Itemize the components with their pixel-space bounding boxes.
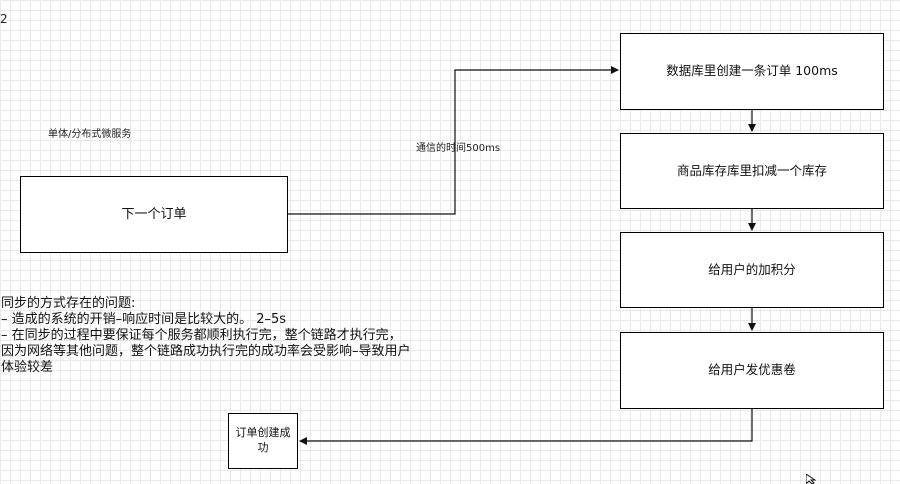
box-order-created-label: 订单创建成功 xyxy=(235,426,291,454)
box-add-points-label: 给用户的加积分 xyxy=(708,261,796,277)
box-add-points[interactable]: 给用户的加积分 xyxy=(620,232,884,308)
arrow-order-to-db xyxy=(288,66,619,215)
box-deduct-stock-label: 商品库存库里扣减一个库存 xyxy=(676,162,827,178)
problems-line-4: 体验较差 xyxy=(1,360,54,375)
sync-problems-note: 同步的方式存在的问题: – 造成的系统的开销–响应时间是比较大的。 2–5s –… xyxy=(1,296,441,376)
box-send-coupon-label: 给用户发优惠卷 xyxy=(708,362,796,378)
corner-mark: 2 xyxy=(0,12,8,26)
mouse-cursor-icon xyxy=(806,474,816,484)
box-create-order-db[interactable]: 数据库里创建一条订单 100ms xyxy=(620,33,884,110)
arrow-coupon-to-done xyxy=(299,409,753,445)
problems-title: 同步的方式存在的问题: xyxy=(1,296,136,311)
communication-time-label: 通信的时间500ms xyxy=(416,143,501,154)
box-create-order-db-label: 数据库里创建一条订单 100ms xyxy=(666,63,838,79)
box-place-order-label: 下一个订单 xyxy=(121,206,187,222)
box-order-created[interactable]: 订单创建成功 xyxy=(228,413,298,469)
box-place-order[interactable]: 下一个订单 xyxy=(20,176,288,253)
problems-line-1: – 造成的系统的开销–响应时间是比较大的。 2–5s xyxy=(1,312,287,327)
architecture-label: 单体/分布式微服务 xyxy=(48,129,132,140)
box-send-coupon[interactable]: 给用户发优惠卷 xyxy=(620,332,884,409)
problems-line-2: – 在同步的过程中要保证每个服务都顺利执行完，整个链路才执行完， xyxy=(1,328,402,343)
box-deduct-stock[interactable]: 商品库存库里扣减一个库存 xyxy=(620,133,884,209)
problems-line-3: 因为网络等其他问题，整个链路成功执行完的成功率会受影响–导致用户 xyxy=(1,344,411,359)
